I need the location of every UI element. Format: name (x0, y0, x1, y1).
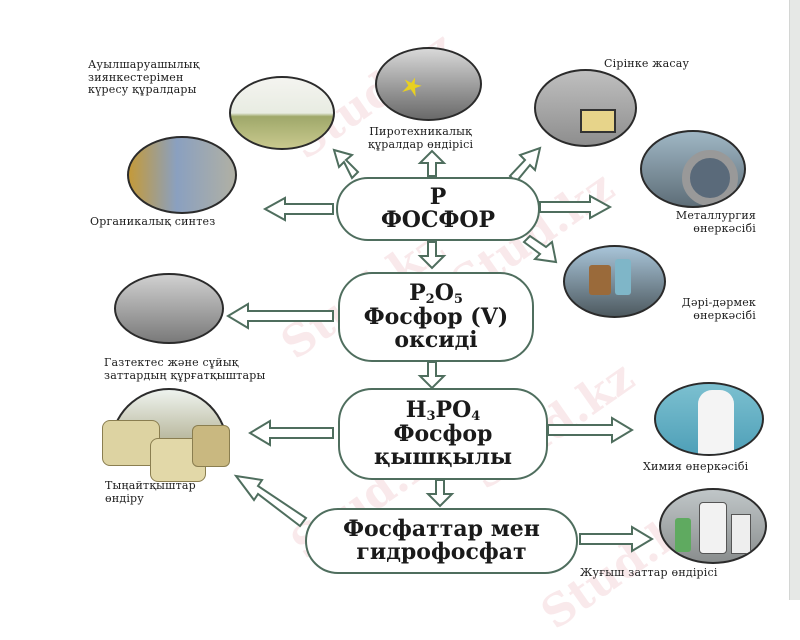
label-metallurgy: Металлургия өнеркәсібі (675, 209, 756, 235)
label-chemical-industry: Химия өнеркәсібі (643, 460, 749, 473)
arrow-up-icon (417, 149, 447, 177)
name-line1: Фосфор (V) (363, 304, 509, 331)
fertilizer-sack-icon (192, 425, 230, 467)
node-phosphates: Фосфаттар мен гидрофосфат (305, 508, 578, 574)
arrow-right-icon (579, 525, 654, 553)
name-phosphorus: ФОСФОР (380, 207, 496, 233)
arrow-upleft-icon (332, 148, 360, 180)
arrow-upleft-icon (233, 474, 308, 528)
detergent-jug-icon (699, 502, 727, 554)
label-matches: Сірінке жасау (604, 57, 690, 70)
detergents-image (659, 488, 767, 564)
formula-p: P (429, 183, 447, 210)
right-edge-bar (789, 0, 800, 600)
arrow-downright-icon (522, 234, 558, 264)
detergent-bottle-icon (731, 514, 751, 554)
flow-arrows (226, 146, 654, 553)
node-p2o5: P2O5 Фосфор (V) оксиді (338, 272, 534, 362)
fireworks-image (375, 47, 482, 121)
explosion-icon (400, 74, 423, 97)
arrow-left-icon (262, 196, 334, 222)
medicine-bottle-icon (589, 265, 611, 295)
node-phosphorus: P ФОСФОР (336, 177, 540, 241)
organic-synthesis-image (127, 136, 237, 214)
name-line2: қышқылы (373, 444, 513, 471)
name-line2: гидрофосфат (356, 539, 527, 565)
name-line1: Фосфор (393, 421, 493, 448)
label-organic-synthesis: Органикалық синтез (90, 215, 216, 228)
metallurgy-image (640, 130, 746, 208)
arrow-left-icon (248, 419, 334, 447)
label-fertilizers: Тыңайтқыштар өндіру (105, 479, 196, 505)
matchbox-icon (580, 109, 616, 133)
label-agri-pest: Ауылшаруашылық зиянкестерімен күресу құр… (88, 58, 200, 97)
label-pyrotechnic: Пиротехникалық құралдар өндірісі (368, 125, 474, 151)
name-line1: Фосфаттар мен (343, 515, 540, 542)
helicopter-crop-spraying-image (229, 76, 335, 150)
arrow-down-icon (425, 479, 455, 508)
name-line2: оксиді (394, 327, 478, 354)
chemist-figure-icon (698, 390, 734, 454)
spray-bottle-icon (675, 518, 691, 552)
arrow-down-icon (417, 241, 447, 270)
node-h3po4: H3PO4 Фосфор қышқылы (338, 388, 548, 480)
chemist-image (654, 382, 764, 456)
gas-dryers-image (114, 273, 224, 344)
label-detergents: Жуғыш заттар өндірісі (580, 566, 718, 579)
arrow-right-icon (547, 416, 634, 444)
formula-h3po4: H3PO4 (405, 396, 481, 424)
arrow-right-icon (539, 194, 613, 220)
pipe-icon (682, 150, 738, 206)
pharmaceuticals-image (563, 245, 666, 318)
matchbox-image (534, 69, 637, 147)
arrow-down-icon (417, 361, 447, 390)
arrow-left-icon (226, 302, 334, 330)
label-gas-dryers: Газтектес және сұйық заттардың құрғатқыш… (104, 356, 266, 382)
medicine-bottle-icon (615, 259, 631, 295)
formula-p2o5: P2O5 (409, 279, 463, 307)
label-pharma: Дәрі-дәрмек өнеркәсібі (681, 296, 756, 322)
